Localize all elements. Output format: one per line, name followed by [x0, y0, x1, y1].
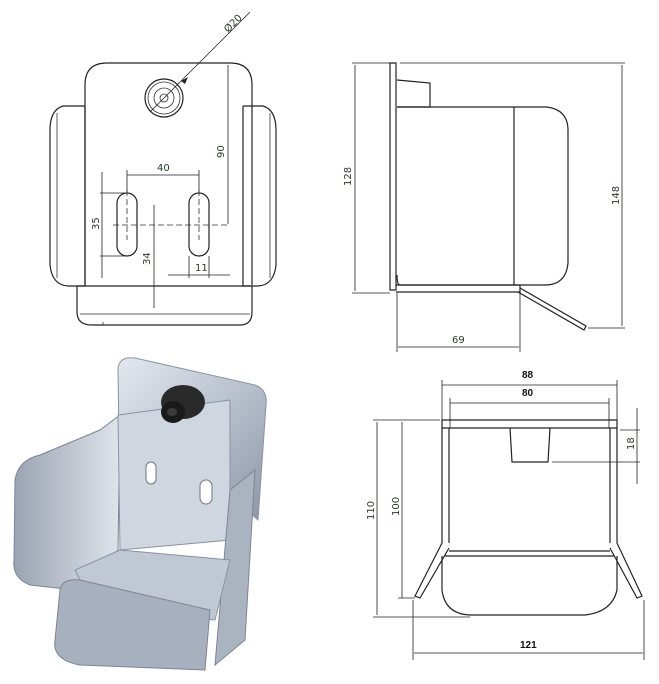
left-flare — [414, 542, 450, 599]
rubber-stop-photo-icon — [161, 385, 205, 423]
label-slot-width: 11 — [195, 263, 208, 274]
label-slot-spacing: 40 — [157, 163, 170, 174]
label-flare-width: 121 — [520, 640, 537, 651]
label-inner-length: 100 — [391, 497, 402, 516]
label-slot-to-base: 34 — [142, 252, 153, 265]
back-plate-top — [441, 419, 618, 429]
label-height-back: 128 — [343, 167, 354, 186]
right-flare — [609, 542, 643, 599]
base-top — [441, 556, 618, 616]
label-stop-depth: 18 — [626, 437, 637, 450]
label-height-total: 148 — [611, 186, 622, 205]
base-plate — [76, 285, 253, 326]
left-wing — [49, 105, 85, 287]
label-hole-to-slot: 90 — [216, 145, 227, 158]
front-lip-photo — [54, 579, 211, 671]
label-outer-width: 88 — [522, 370, 534, 381]
slot-left-photo — [145, 461, 157, 485]
rubber-stop-top — [509, 427, 551, 463]
flared-lip-side — [517, 287, 587, 331]
left-wing-photo — [13, 413, 121, 591]
label-depth: 69 — [452, 335, 465, 346]
right-wing — [243, 105, 277, 287]
front-view-drawing: Ø20 40 35 90 34 11 — [49, 11, 277, 326]
label-slot-length: 35 — [91, 217, 102, 230]
right-wing-photo — [214, 468, 256, 667]
back-plate-outline — [84, 62, 253, 285]
back-plate-side — [389, 62, 397, 291]
slot-right-photo — [199, 479, 213, 505]
product-photo — [13, 357, 267, 671]
rubber-stop-icon — [144, 78, 184, 118]
side-view-drawing: 128 148 69 — [343, 62, 625, 352]
label-total-length: 110 — [366, 501, 377, 520]
label-inner-width: 80 — [522, 388, 534, 399]
